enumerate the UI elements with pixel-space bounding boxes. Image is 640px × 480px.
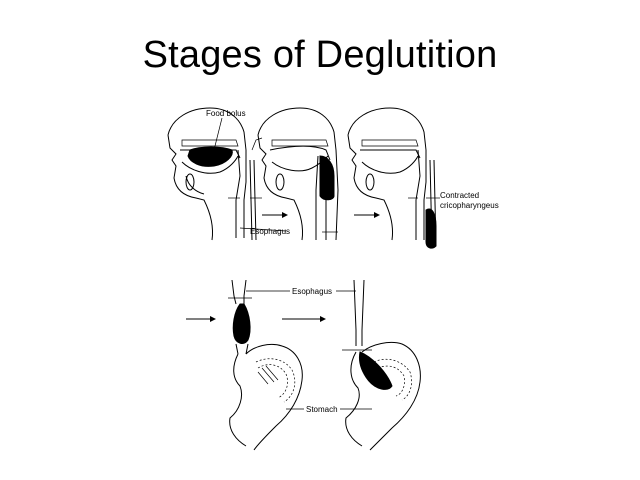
food-bolus-3: [425, 208, 437, 249]
esophagus-bottom-label: Esophagus: [292, 287, 332, 296]
arrow-right-icon: [354, 212, 380, 218]
food-bolus-4: [232, 303, 251, 344]
esophagus-pointer-top: [239, 227, 287, 232]
stomach-panel-1: [228, 279, 303, 451]
food-bolus-2: [319, 155, 335, 201]
head-panel-3: [347, 107, 440, 249]
food-bolus-1: [187, 146, 233, 167]
stomach-panel-2: [342, 279, 421, 451]
esophagus-top-label: Esophagus: [250, 227, 290, 236]
cricopharyngeus-label: cricopharyngeus: [440, 201, 499, 210]
stomach-label: Stomach: [306, 405, 338, 414]
head-panel-1: [167, 107, 263, 241]
head-panel-2: [257, 107, 339, 241]
arrow-right-icon: [282, 316, 326, 322]
arrow-right-icon: [262, 212, 288, 218]
contracted-label: Contracted: [440, 191, 479, 200]
food-bolus-5: [359, 351, 393, 390]
arrow-right-icon: [186, 316, 216, 322]
slide-title: Stages of Deglutition: [142, 34, 498, 76]
food-bolus-label: Food bolus: [206, 109, 246, 118]
